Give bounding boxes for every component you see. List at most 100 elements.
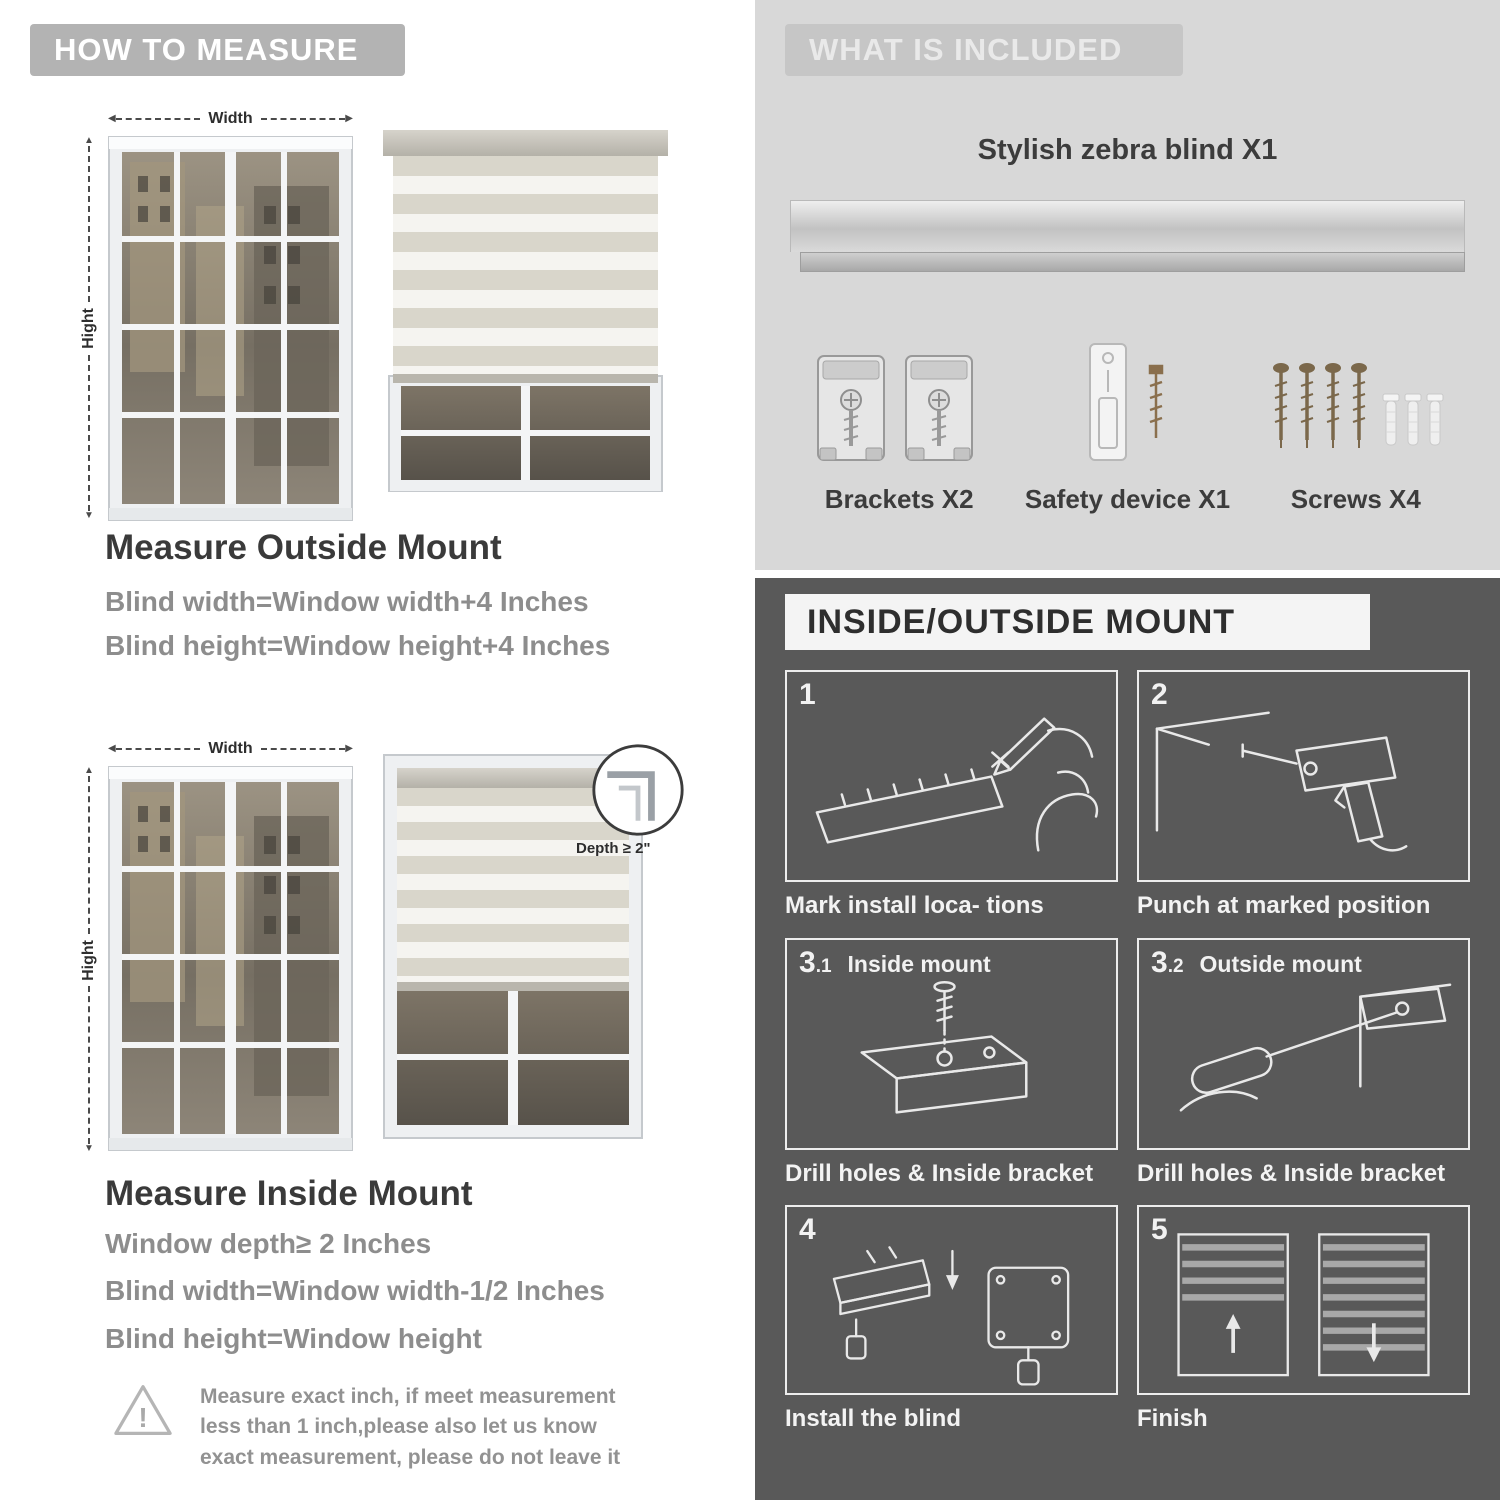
how-to-measure-title: HOW TO MEASURE: [54, 32, 359, 67]
steps-row-2: 3.1 Inside mount: [785, 938, 1470, 1188]
arrow-left-icon: ◀: [108, 113, 116, 124]
step-panel-2: 2: [1137, 670, 1470, 882]
inside-mount-line1: Window depth≥ 2 Inches: [105, 1228, 432, 1259]
step-cell-1: 1: [785, 670, 1118, 920]
what-is-included-section: WHAT IS INCLUDED Stylish zebra blind X1 …: [755, 0, 1500, 570]
width-annotation: ◀ Width ▶: [108, 108, 353, 130]
screws-icon: [1271, 361, 1444, 450]
step-3-1-caption: Drill holes & Inside bracket: [785, 1160, 1094, 1187]
step-3-2-number: 3.2 Outside mount: [1151, 946, 1362, 980]
safety-device-label: Safety device X1: [1024, 484, 1231, 514]
included-items-row: Brackets X2: [785, 328, 1470, 515]
step-number-text: 1: [799, 678, 816, 711]
arrow-right-icon: ▶: [345, 743, 353, 754]
height-annotation: ▲ Hight ▼: [78, 766, 100, 1154]
steps-row-1: 1: [785, 670, 1470, 920]
dashed-line: [88, 354, 90, 511]
step-1-number: 1: [799, 678, 832, 712]
headrail-lip: [800, 252, 1465, 272]
screws-icon-wrap: [1242, 328, 1470, 470]
outside-mount-title: Measure Outside Mount: [105, 528, 502, 567]
step-number-text: 3: [799, 946, 816, 979]
width-label: Width: [208, 110, 253, 127]
how-to-measure-header: HOW TO MEASURE: [30, 24, 405, 76]
step-number-text: 3: [1151, 946, 1168, 979]
window-illustration: [108, 136, 353, 521]
height-annotation: ▲ Hight ▼: [78, 136, 100, 521]
step-cell-3-2: 3.2 Outside mount Dril: [1137, 938, 1470, 1188]
step-5-illustration: [1177, 1233, 1430, 1377]
product-label: Stylish zebra blind X1: [977, 134, 1278, 166]
step-panel-5: 5: [1137, 1205, 1470, 1395]
brackets-label: Brackets X2: [824, 484, 974, 514]
step-cell-2: 2: [1137, 670, 1470, 920]
step-3-1-illustration: [860, 980, 1028, 1114]
brackets-icon-wrap: [785, 328, 1013, 470]
included-item-safety-device: Safety device X1: [1013, 328, 1241, 515]
arrow-down-icon: ▼: [84, 510, 94, 521]
inside-mount-title: Measure Inside Mount: [105, 1174, 473, 1213]
step-number-text: 5: [1151, 1213, 1168, 1246]
step-sublabel-inside-mount: Inside mount: [847, 951, 991, 977]
arrow-up-icon: ▲: [84, 135, 94, 146]
step-4-number: 4: [799, 1213, 832, 1247]
step-sublabel-outside-mount: Outside mount: [1199, 951, 1362, 977]
zebra-blind-inside-illustration: [383, 754, 643, 1139]
step-4-caption: Install the blind: [785, 1405, 962, 1432]
step-3-1-number: 3.1 Inside mount: [799, 946, 991, 980]
headrail-bar: [790, 200, 1465, 252]
step-number-text: 4: [799, 1213, 816, 1246]
step-1-illustration: [815, 717, 1099, 852]
dashed-line: [260, 118, 346, 120]
step-3-2-caption: Drill holes & Inside bracket: [1137, 1160, 1446, 1187]
window-illustration: [108, 766, 353, 1151]
screws-label: Screws X4: [1290, 484, 1421, 514]
zebra-blind-headrail-illustration: [790, 200, 1465, 272]
step-panel-3-1: 3.1 Inside mount: [785, 938, 1118, 1150]
step-panel-3-2: 3.2 Outside mount: [1137, 938, 1470, 1150]
warning-text: Measure exact inch, if meet measurement …: [200, 1385, 621, 1469]
step-cell-3-1: 3.1 Inside mount: [785, 938, 1118, 1188]
step-panel-1: 1: [785, 670, 1118, 882]
included-item-brackets: Brackets X2: [785, 328, 1013, 515]
inside-mount-line2: Blind width=Window width-1/2 Inches: [105, 1275, 605, 1306]
step-panel-4: 4: [785, 1205, 1118, 1395]
zebra-blind-outside-illustration: [383, 130, 668, 492]
step-5-caption: Finish: [1137, 1405, 1208, 1432]
warning-mark: !: [138, 1402, 147, 1433]
height-label: Hight: [80, 308, 97, 349]
included-item-screws: Screws X4: [1242, 328, 1470, 515]
step-number-sub: .1: [815, 956, 832, 977]
step-1-caption: Mark install loca- tions: [785, 892, 1044, 919]
what-is-included-header: WHAT IS INCLUDED: [785, 24, 1183, 76]
width-label: Width: [208, 740, 253, 757]
step-5-number: 5: [1151, 1213, 1184, 1247]
dashed-line: [115, 118, 201, 120]
depth-label: Depth ≥ 2": [576, 840, 651, 857]
outside-mount-line1: Blind width=Window width+4 Inches: [105, 586, 589, 617]
what-is-included-title: WHAT IS INCLUDED: [809, 32, 1123, 67]
dashed-line: [88, 986, 90, 1144]
outside-mount-figures: ◀ Width ▶ ▲ Hight ▼: [78, 108, 698, 538]
warning-icon: !: [114, 1385, 172, 1435]
arrow-left-icon: ◀: [108, 743, 116, 754]
arrow-right-icon: ▶: [345, 113, 353, 124]
inside-mount-figures: ◀ Width ▶ ▲ Hight ▼: [78, 738, 718, 1178]
arrow-up-icon: ▲: [84, 765, 94, 776]
inside-outside-mount-header: INSIDE/OUTSIDE MOUNT: [785, 594, 1370, 650]
measure-warning: ! Measure exact inch, if meet measuremen…: [112, 1382, 677, 1473]
dashed-line: [88, 776, 90, 934]
dashed-line: [88, 146, 90, 303]
step-2-caption: Punch at marked position: [1137, 892, 1431, 919]
height-label: Hight: [80, 939, 97, 981]
inside-outside-mount-title: INSIDE/OUTSIDE MOUNT: [807, 602, 1236, 641]
safety-device-icon: [1089, 343, 1164, 461]
inside-outside-mount-section: INSIDE/OUTSIDE MOUNT 1: [755, 578, 1500, 1500]
step-number-sub: .2: [1167, 956, 1184, 977]
step-number-text: 2: [1151, 678, 1168, 711]
steps-row-3: 4: [785, 1205, 1470, 1433]
step-cell-4: 4: [785, 1205, 1118, 1433]
arrow-down-icon: ▼: [84, 1143, 94, 1154]
dashed-line: [115, 748, 201, 750]
